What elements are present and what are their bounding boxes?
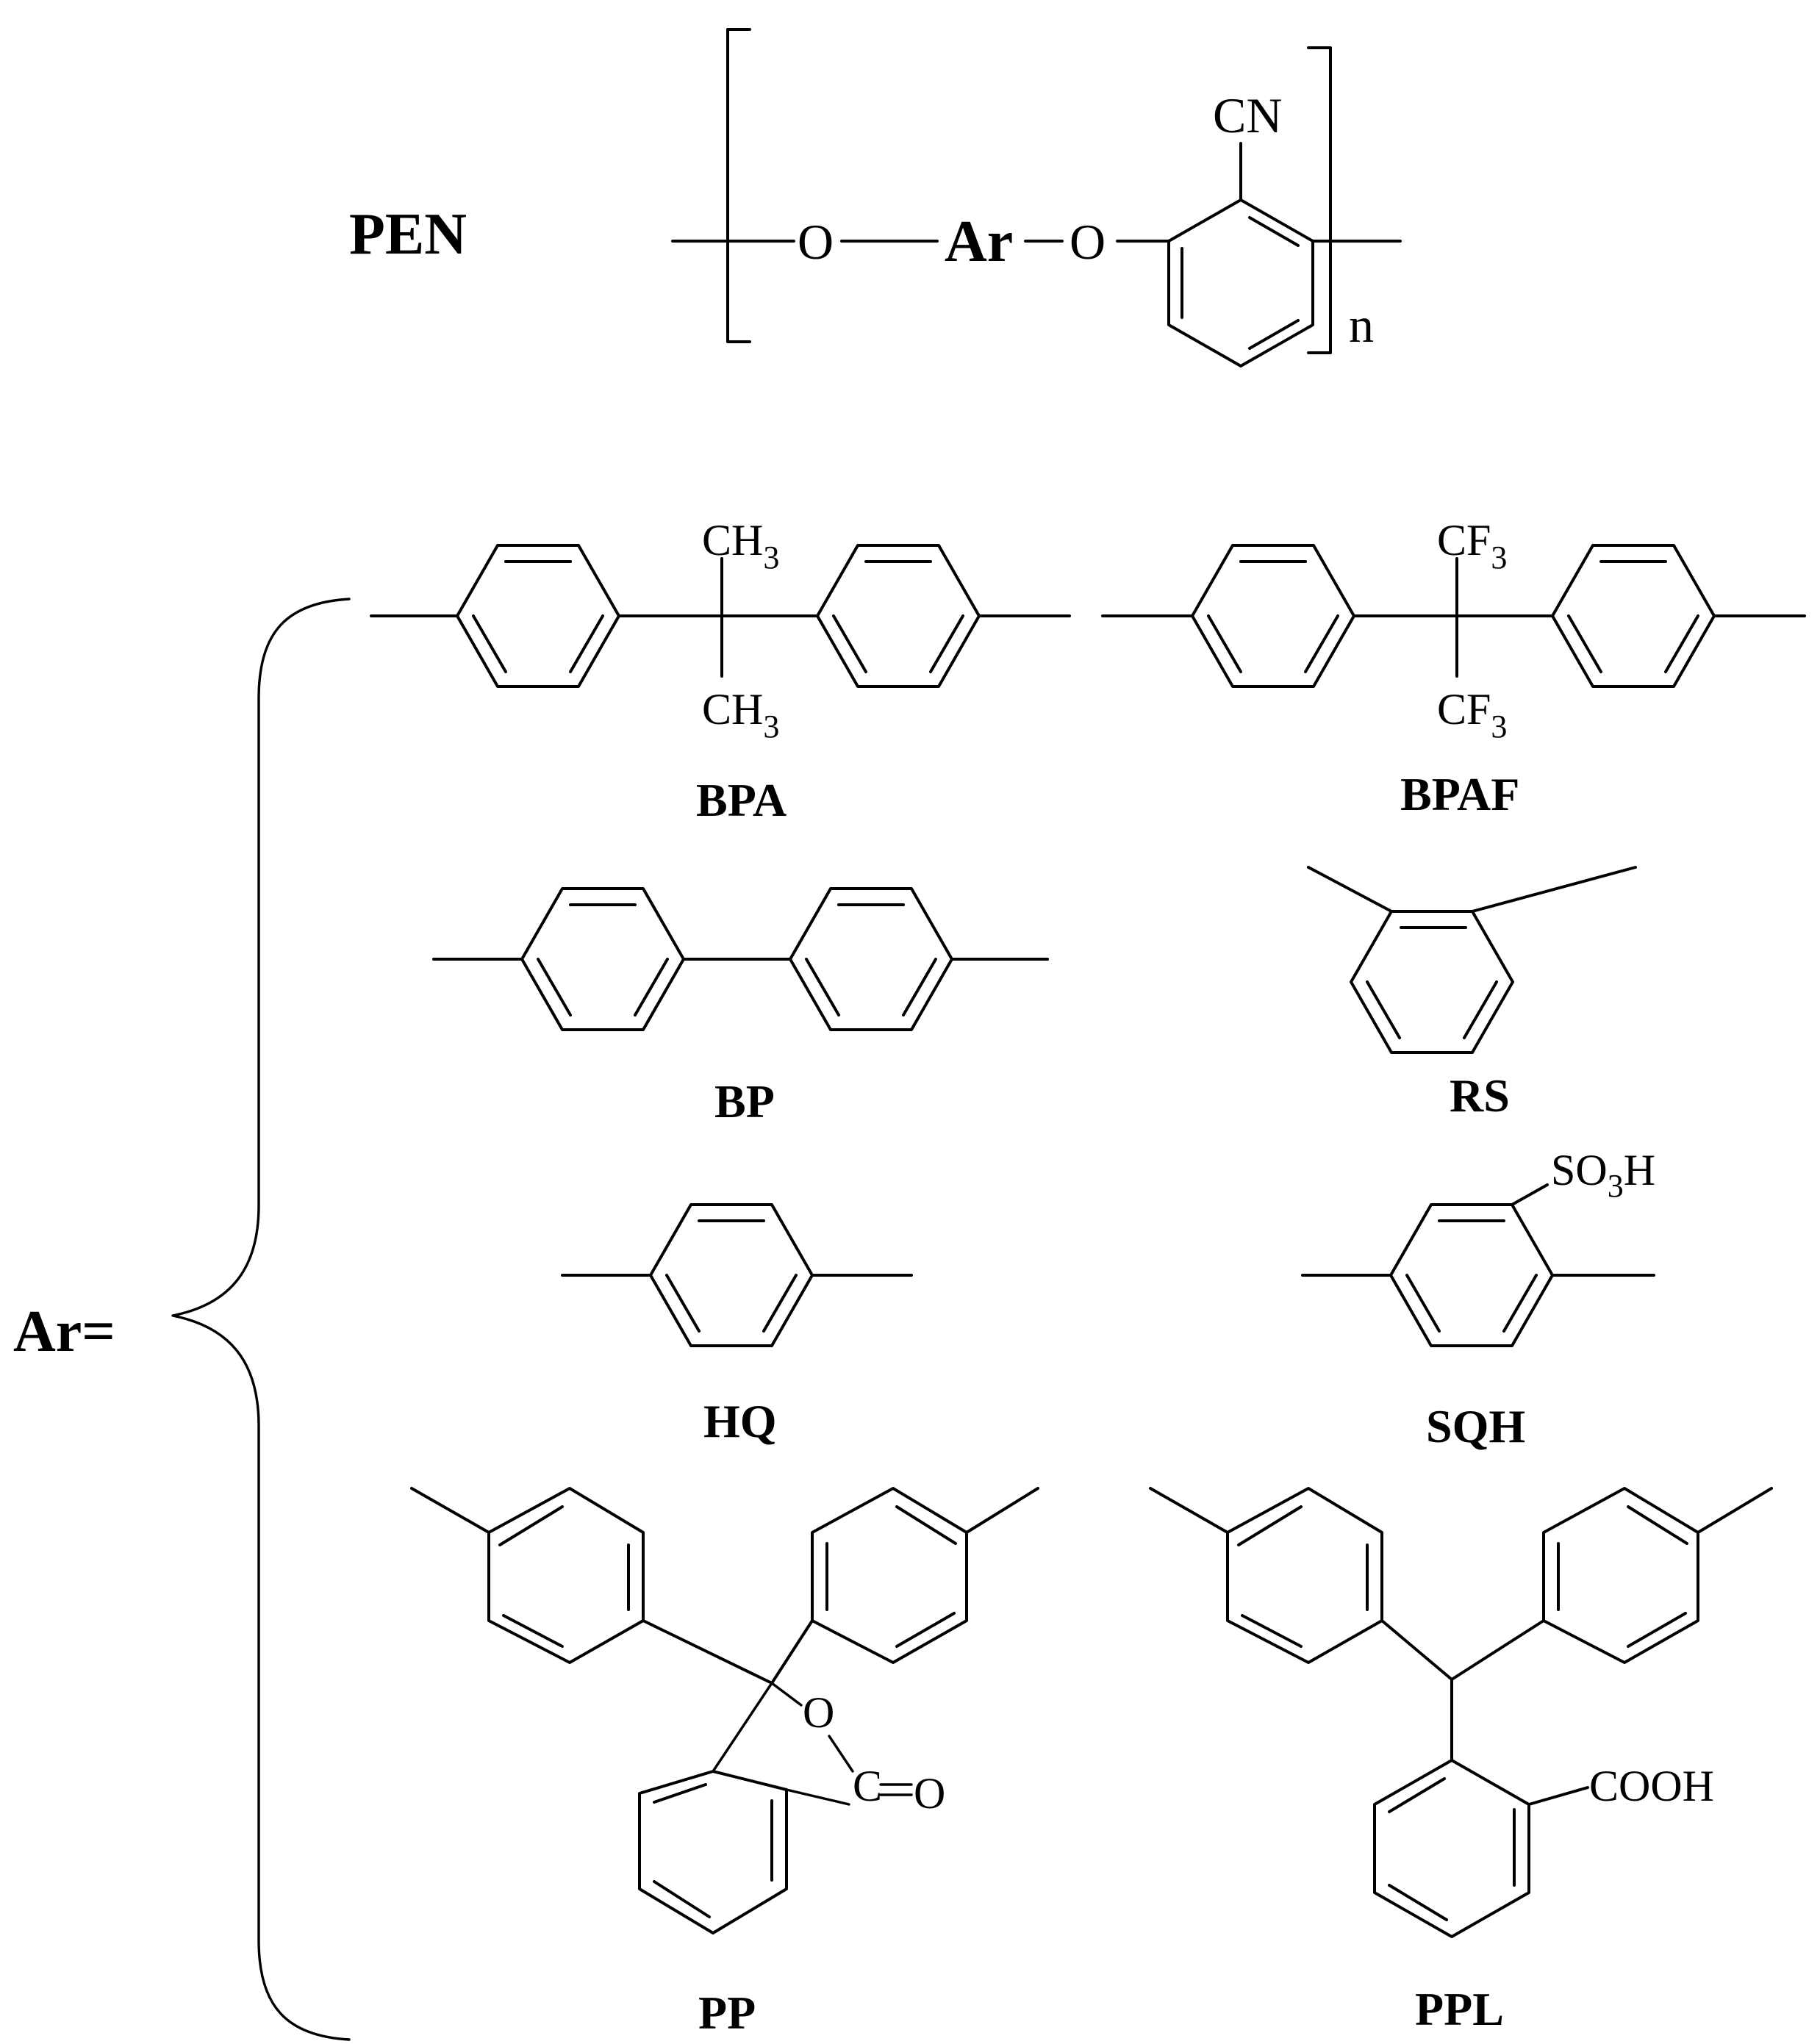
pp-lactone-oxygen: O xyxy=(803,1688,834,1737)
pp-carbonyl-oxygen: O xyxy=(914,1769,945,1818)
rs-structure: RS xyxy=(1307,866,1637,1122)
bp-label: BP xyxy=(714,1075,775,1127)
ppl-structure: COOH PPL xyxy=(1149,1487,1773,2035)
curly-brace xyxy=(171,598,351,2041)
pp-label: PP xyxy=(698,1987,756,2039)
pen-label: PEN xyxy=(349,202,467,267)
bpaf-label: BPAF xyxy=(1400,768,1519,820)
bpaf-bottom-trifluoromethyl: CF3 xyxy=(1437,685,1507,745)
hq-structure: HQ xyxy=(561,1203,913,1447)
bpaf-structure: CF3 CF3 BPAF xyxy=(1101,516,1806,820)
sulfonic-acid-group: SO3H xyxy=(1551,1146,1655,1204)
bp-structure: BP xyxy=(432,887,1049,1127)
ppl-carboxylic-acid-group: COOH xyxy=(1589,1762,1714,1810)
ether-oxygen-1: O xyxy=(798,214,834,270)
ether-oxygen-2: O xyxy=(1070,214,1106,270)
ar-group: Ar xyxy=(945,209,1013,274)
bpa-bottom-methyl: CH3 xyxy=(702,685,779,745)
right-bracket xyxy=(1307,46,1332,354)
bpa-label: BPA xyxy=(696,774,787,826)
hq-label: HQ xyxy=(703,1395,777,1447)
bpa-top-methyl: CH3 xyxy=(702,516,779,575)
rs-label: RS xyxy=(1450,1069,1510,1122)
pen-repeat-unit: PEN O Ar O CN n xyxy=(349,28,1402,367)
sqh-structure: SO3H SQH xyxy=(1301,1146,1655,1452)
ppl-label: PPL xyxy=(1415,1983,1504,2035)
pp-structure: O C O PP xyxy=(410,1487,1039,2039)
bpa-structure: CH3 CH3 BPA xyxy=(370,516,1071,826)
sqh-label: SQH xyxy=(1426,1400,1525,1452)
nitrile-group: CN xyxy=(1213,87,1282,143)
repeat-count-n: n xyxy=(1349,297,1374,353)
left-bracket xyxy=(726,28,751,343)
ar-equals-label: Ar= xyxy=(13,1299,115,1364)
pp-carbonyl-carbon: C xyxy=(853,1762,882,1810)
bpaf-top-trifluoromethyl: CF3 xyxy=(1437,516,1507,575)
